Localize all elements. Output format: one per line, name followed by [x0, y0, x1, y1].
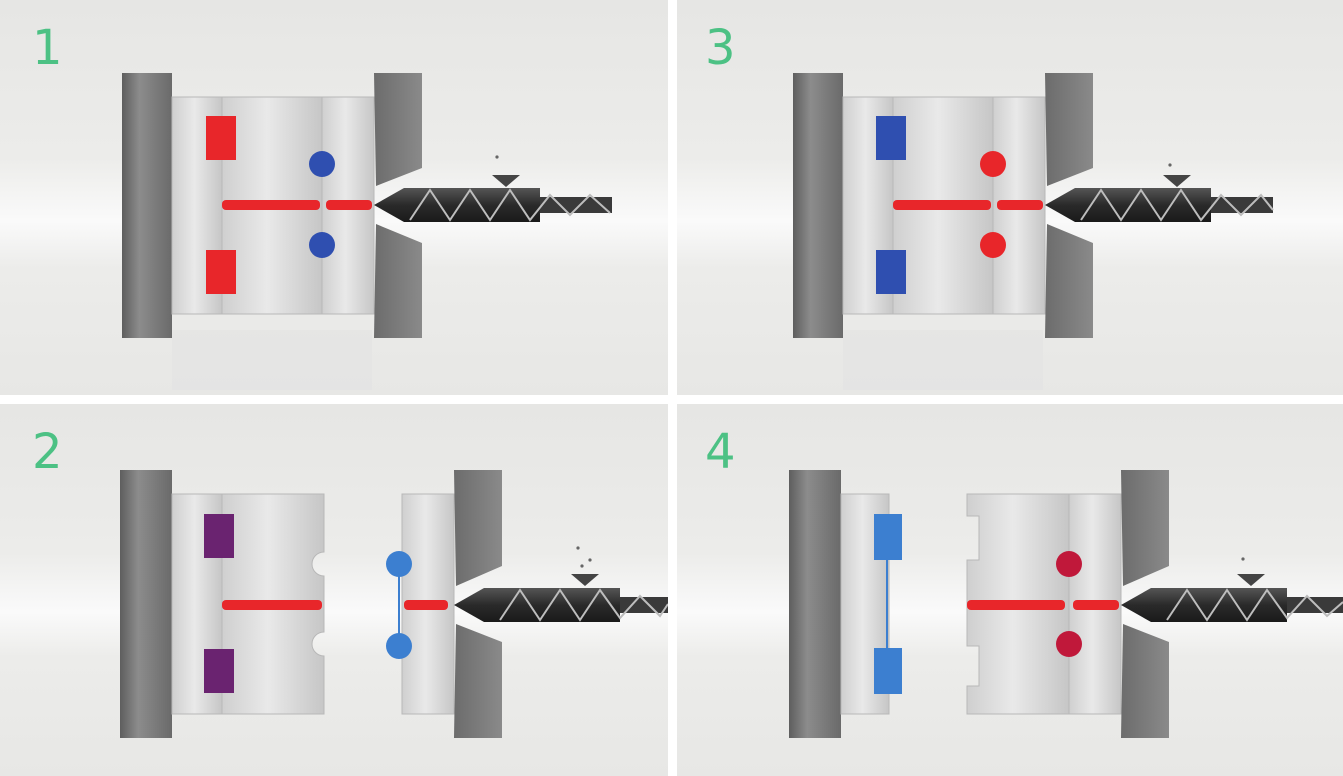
mold-diagram — [793, 73, 1274, 390]
moving-platen-bottom — [454, 624, 502, 738]
screw-barrel — [1045, 188, 1211, 222]
hopper-icon — [1237, 574, 1265, 586]
cavity-part-bottom — [206, 250, 236, 294]
cavity-part-top — [204, 514, 234, 558]
screw-shaft — [540, 197, 612, 213]
moving-platen-top — [454, 470, 502, 586]
insert-ball-top — [309, 151, 335, 177]
moving-platen-top — [1045, 73, 1093, 186]
step-number: 3 — [705, 20, 736, 76]
screw-barrel — [454, 588, 620, 622]
insert-ball-bottom — [1056, 631, 1082, 657]
moving-platen-bottom — [374, 224, 422, 338]
pellet-dot — [580, 564, 584, 568]
fixed-platen — [122, 73, 172, 338]
screw-flight — [499, 588, 668, 622]
cavity-part-top — [876, 116, 906, 160]
panel-step-2: 2 — [0, 404, 668, 776]
runner-left — [893, 200, 991, 210]
screw-shaft — [620, 597, 668, 613]
cavity-part-bottom — [204, 649, 234, 693]
fixed-platen — [120, 470, 172, 738]
runner-right — [997, 200, 1043, 210]
pellet-dot — [576, 546, 580, 550]
ejected-part-top — [874, 514, 902, 560]
fixed-platen — [789, 470, 841, 738]
runner-right — [404, 600, 448, 610]
screw-flight — [409, 188, 611, 222]
mold-diagram — [789, 470, 1343, 738]
screw-barrel — [1121, 588, 1287, 622]
runner-left — [967, 600, 1065, 610]
hopper-icon — [1163, 175, 1191, 187]
moving-platen-bottom — [1121, 624, 1169, 738]
pellet-dot — [495, 155, 499, 159]
panel-step-1: 1 — [0, 0, 668, 395]
pellet-dot — [1241, 557, 1245, 561]
step-number: 2 — [32, 424, 63, 480]
mold-diagram — [120, 470, 668, 738]
ejected-ball-top — [386, 551, 412, 577]
moving-platen-top — [1121, 470, 1169, 586]
ejected-ball-bottom — [386, 633, 412, 659]
runner-right — [326, 200, 372, 210]
step-number: 4 — [705, 424, 736, 480]
moving-platen-bottom — [1045, 224, 1093, 338]
step-number: 1 — [32, 20, 63, 76]
cavity-part-bottom — [876, 250, 906, 294]
ejected-part-bottom — [874, 648, 902, 694]
insert-ball-top — [1056, 551, 1082, 577]
panel-step-3: 3 — [677, 0, 1343, 395]
pellet-dot — [1168, 163, 1172, 167]
runner-left — [222, 200, 320, 210]
hopper-icon — [571, 574, 599, 586]
mold-diagram — [122, 73, 612, 390]
runner-right — [1073, 600, 1119, 610]
screw-flight — [1166, 588, 1343, 622]
reflection — [172, 330, 372, 390]
screw-barrel — [374, 188, 540, 222]
fixed-platen — [793, 73, 843, 338]
runner-left — [222, 600, 322, 610]
moving-platen-top — [374, 73, 422, 186]
hopper-icon — [492, 175, 520, 187]
insert-ball-top — [980, 151, 1006, 177]
panel-step-4: 4 — [677, 404, 1343, 776]
reflection — [843, 330, 1043, 390]
insert-ball-bottom — [980, 232, 1006, 258]
cavity-part-top — [206, 116, 236, 160]
pellet-dot — [588, 558, 592, 562]
insert-ball-bottom — [309, 232, 335, 258]
screw-flight — [1080, 188, 1274, 222]
